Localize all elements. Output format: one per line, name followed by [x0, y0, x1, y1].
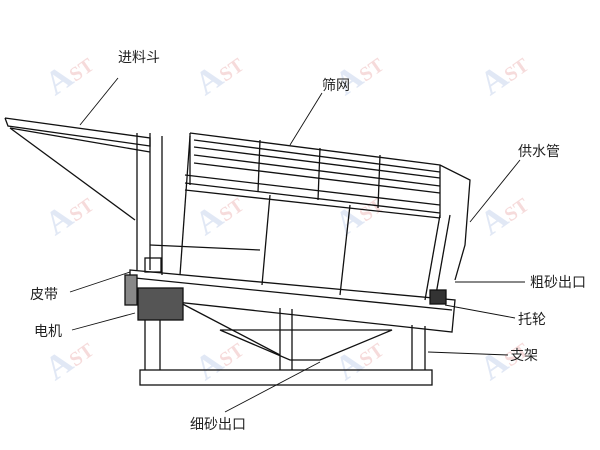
label-water-pipe: 供水管 — [518, 144, 560, 160]
label-feed-hopper: 进料斗 — [118, 50, 160, 66]
label-roller: 托轮 — [518, 312, 546, 328]
label-motor: 电机 — [34, 324, 62, 340]
feed-hopper — [4, 117, 191, 276]
label-fine-sand-outlet: 细砂出口 — [190, 417, 246, 433]
leader-lines — [69, 77, 525, 413]
label-support: 支架 — [510, 348, 538, 364]
drum — [144, 132, 471, 301]
label-screen: 筛网 — [322, 78, 350, 94]
label-coarse-sand-outlet: 粗砂出口 — [530, 275, 586, 291]
label-belt: 皮带 — [30, 287, 58, 303]
frame — [129, 269, 456, 386]
motor — [124, 274, 184, 321]
